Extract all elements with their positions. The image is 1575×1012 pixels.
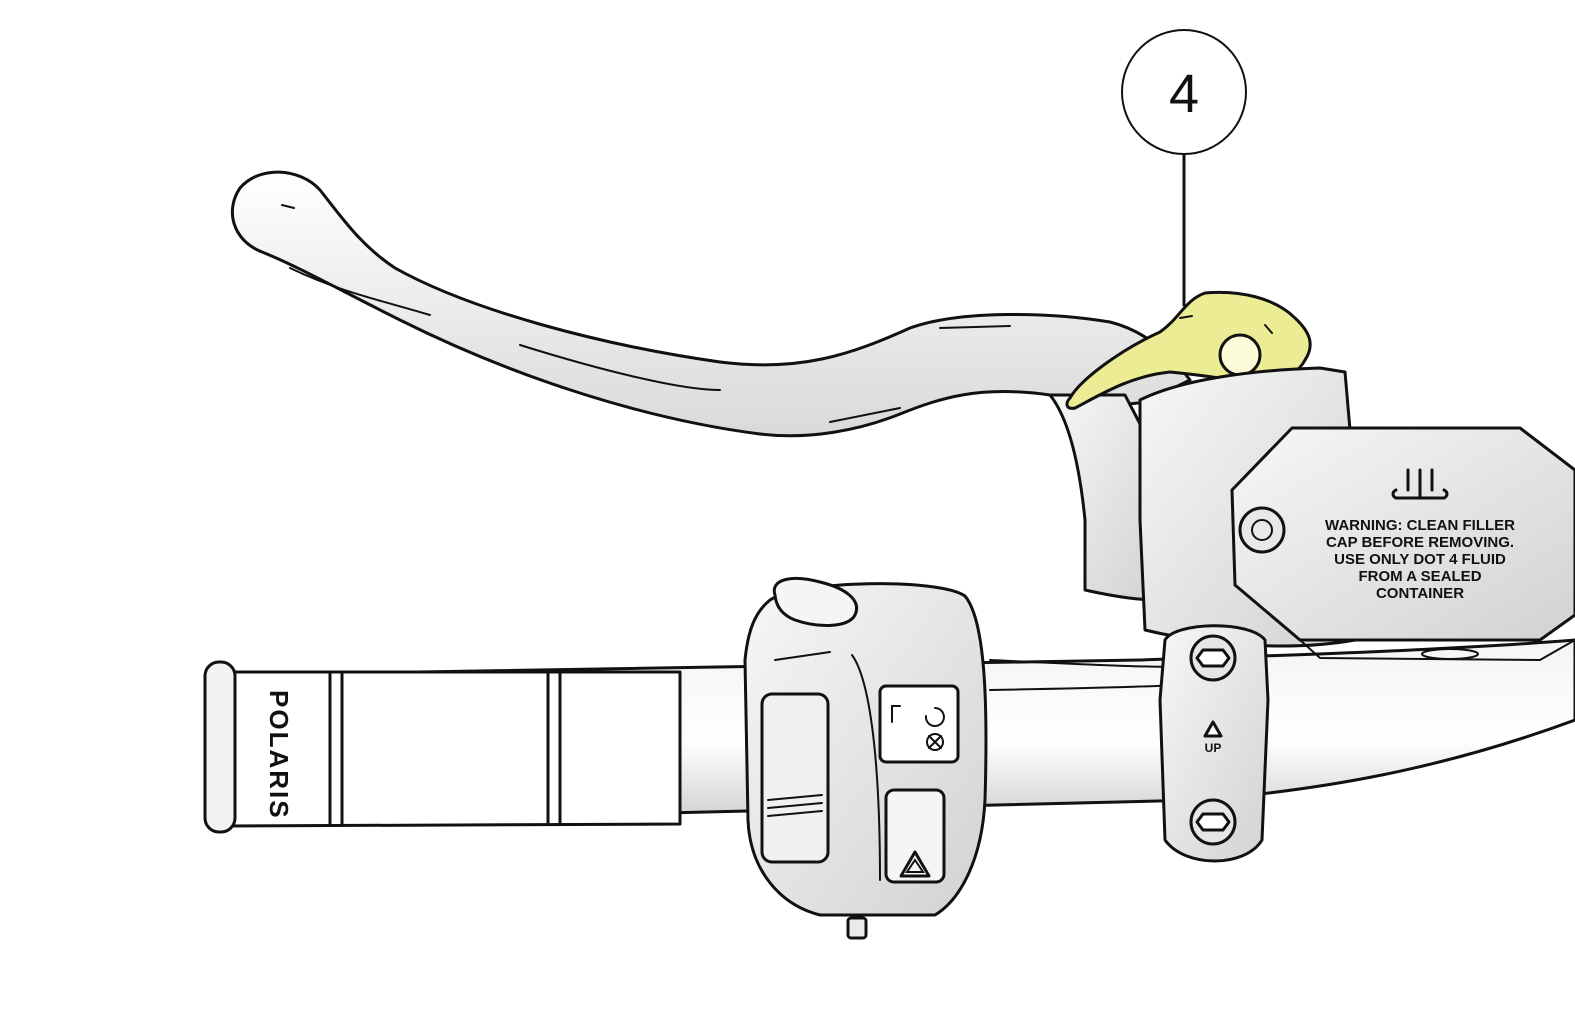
grip-brand-text: POLARIS <box>264 690 294 820</box>
callout-4: 4 <box>1121 29 1247 307</box>
clamp-up-label: UP <box>1205 741 1222 755</box>
reservoir-logo-icon <box>1391 468 1449 500</box>
headlight-rocker-switch <box>760 692 830 864</box>
warning-line: FROM A SEALED <box>1358 568 1481 585</box>
engine-stop-icon <box>926 733 944 751</box>
switch-screw-tab <box>846 916 868 940</box>
choke-lever <box>772 576 859 627</box>
brake-lever <box>230 170 1192 438</box>
hand-grip: POLARIS <box>203 660 682 834</box>
reservoir-warning-text: WARNING: CLEAN FILLER CAP BEFORE REMOVIN… <box>1325 517 1515 602</box>
handlebar-clamp: UP <box>1158 624 1270 863</box>
adjuster-pin <box>1218 333 1262 377</box>
warning-line: USE ONLY DOT 4 FLUID <box>1334 551 1506 568</box>
warning-line: CONTAINER <box>1376 585 1464 602</box>
callout-bubble <box>1121 29 1247 155</box>
hazard-icon <box>899 850 931 878</box>
up-arrow-icon <box>1203 720 1223 738</box>
switch-housing <box>743 576 988 940</box>
callout-number: 4 <box>1169 64 1199 124</box>
hazard-button <box>884 788 946 884</box>
reservoir-screw <box>1238 506 1286 554</box>
warning-line: WARNING: CLEAN FILLER <box>1325 517 1515 534</box>
bar-end-cap <box>203 660 237 834</box>
warning-line: CAP BEFORE REMOVING. <box>1326 534 1514 551</box>
fluid-reservoir: WARNING: CLEAN FILLER CAP BEFORE REMOVIN… <box>1230 426 1575 662</box>
run-start-switch <box>878 684 960 764</box>
